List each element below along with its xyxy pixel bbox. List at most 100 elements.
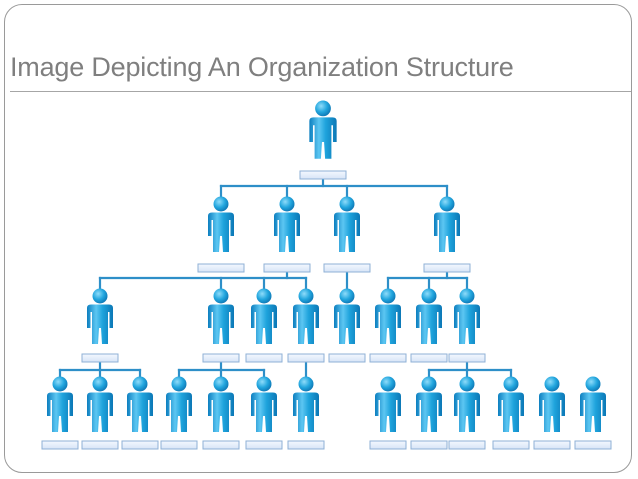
person-icon-level-4 bbox=[166, 376, 192, 432]
person-body bbox=[416, 304, 442, 344]
title-underline bbox=[10, 91, 631, 92]
person-body bbox=[251, 392, 277, 432]
person-icon-level-4 bbox=[375, 376, 401, 432]
person-head bbox=[380, 288, 396, 304]
slide-title: Image Depicting An Organization Structur… bbox=[10, 52, 514, 82]
label-plate-level-3 bbox=[202, 353, 240, 363]
person-body bbox=[375, 392, 401, 432]
person-body bbox=[416, 392, 442, 432]
label-plate-level-4 bbox=[81, 440, 119, 450]
person-body bbox=[208, 392, 234, 432]
person-icon-level-4 bbox=[416, 376, 442, 432]
person-body bbox=[166, 392, 192, 432]
person-icon-level-4 bbox=[47, 376, 73, 432]
connector-lines bbox=[58, 177, 513, 380]
person-body bbox=[47, 392, 73, 432]
person-icon-level-4 bbox=[208, 376, 234, 432]
person-body bbox=[498, 392, 524, 432]
person-head bbox=[459, 288, 475, 304]
label-plate-level-4 bbox=[492, 440, 530, 450]
label-plate-level-2 bbox=[423, 263, 471, 273]
person-body bbox=[454, 392, 480, 432]
person-icon-level-4 bbox=[454, 376, 480, 432]
person-head bbox=[585, 376, 601, 392]
label-plate-level-4 bbox=[533, 440, 571, 450]
person-icon-level-2 bbox=[208, 196, 234, 252]
person-head bbox=[298, 288, 314, 304]
label-plate-level-3 bbox=[369, 353, 407, 363]
person-head bbox=[544, 376, 560, 392]
person-head bbox=[92, 376, 108, 392]
person-body bbox=[251, 304, 277, 344]
person-icon-level-4 bbox=[251, 376, 277, 432]
label-plates bbox=[41, 170, 612, 450]
person-icon-level-3 bbox=[375, 288, 401, 344]
person-icon-level-4 bbox=[127, 376, 153, 432]
person-icon-level-2 bbox=[274, 196, 300, 252]
person-body bbox=[87, 392, 113, 432]
person-icon-level-4 bbox=[498, 376, 524, 432]
person-icon-level-2 bbox=[334, 196, 360, 252]
person-body bbox=[293, 304, 319, 344]
person-body bbox=[309, 117, 337, 159]
person-head bbox=[380, 376, 396, 392]
person-icon-level-3 bbox=[334, 288, 360, 344]
person-body bbox=[334, 212, 360, 252]
person-icon-level-4 bbox=[539, 376, 565, 432]
label-plate-level-2 bbox=[197, 263, 245, 273]
label-plate-level-3 bbox=[328, 353, 366, 363]
person-icon-level-4 bbox=[293, 376, 319, 432]
person-icon-level-3 bbox=[293, 288, 319, 344]
person-head bbox=[439, 196, 455, 212]
person-head bbox=[256, 376, 272, 392]
label-plate-level-3 bbox=[81, 353, 119, 363]
person-head bbox=[459, 376, 475, 392]
label-plate-level-4 bbox=[160, 440, 198, 450]
person-body bbox=[539, 392, 565, 432]
label-plate-level-4 bbox=[245, 440, 283, 450]
person-icon-level-2 bbox=[434, 196, 460, 252]
person-body bbox=[208, 304, 234, 344]
person-icon-level-3 bbox=[87, 288, 113, 344]
label-plate-level-2 bbox=[263, 263, 311, 273]
person-head bbox=[279, 196, 295, 212]
label-plate-level-2 bbox=[323, 263, 371, 273]
label-plate-level-4 bbox=[287, 440, 325, 450]
person-icon-level-1 bbox=[309, 100, 337, 159]
person-body bbox=[334, 304, 360, 344]
label-plate-level-4 bbox=[121, 440, 159, 450]
person-head bbox=[52, 376, 68, 392]
person-body bbox=[208, 212, 234, 252]
label-plate-level-1 bbox=[299, 170, 347, 180]
person-body bbox=[274, 212, 300, 252]
label-plate-level-3 bbox=[410, 353, 448, 363]
person-icon-level-3 bbox=[416, 288, 442, 344]
person-head bbox=[503, 376, 519, 392]
label-plate-level-3 bbox=[245, 353, 283, 363]
person-body bbox=[87, 304, 113, 344]
person-body bbox=[127, 392, 153, 432]
person-head bbox=[92, 288, 108, 304]
person-body bbox=[580, 392, 606, 432]
people-icons bbox=[47, 100, 606, 432]
person-head bbox=[171, 376, 187, 392]
person-body bbox=[454, 304, 480, 344]
person-head bbox=[315, 100, 331, 117]
label-plate-level-4 bbox=[202, 440, 240, 450]
person-head bbox=[421, 288, 437, 304]
person-icon-level-3 bbox=[454, 288, 480, 344]
person-head bbox=[256, 288, 272, 304]
person-body bbox=[375, 304, 401, 344]
label-plate-level-3 bbox=[287, 353, 325, 363]
person-head bbox=[339, 196, 355, 212]
person-head bbox=[213, 196, 229, 212]
person-icon-level-4 bbox=[580, 376, 606, 432]
person-head bbox=[213, 288, 229, 304]
person-icon-level-4 bbox=[87, 376, 113, 432]
person-icon-level-3 bbox=[251, 288, 277, 344]
label-plate-level-4 bbox=[410, 440, 448, 450]
label-plate-level-4 bbox=[41, 440, 79, 450]
label-plate-level-4 bbox=[574, 440, 612, 450]
person-head bbox=[421, 376, 437, 392]
